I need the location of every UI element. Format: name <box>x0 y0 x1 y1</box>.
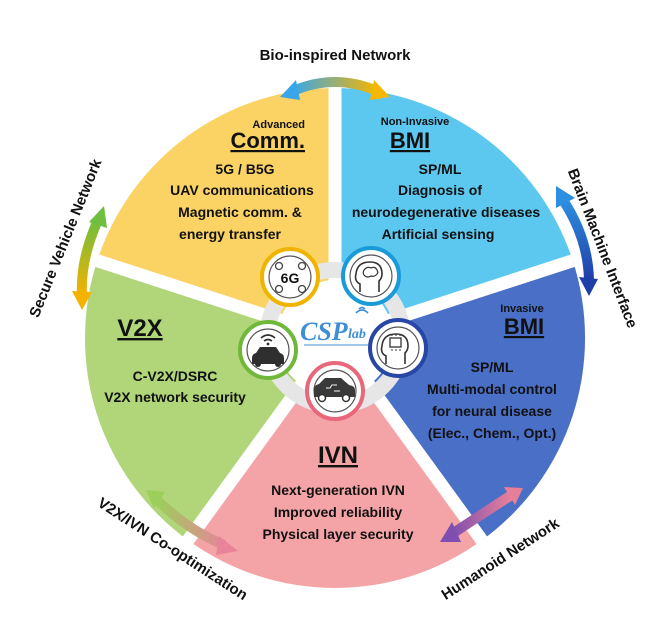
nonbmi-title: BMI <box>390 128 430 153</box>
v2x-line-2: V2X network security <box>104 389 246 405</box>
arrow-secure-vehicle <box>72 206 107 310</box>
comm-line-1: 5G / B5G <box>215 161 274 177</box>
arrow-co-optimization <box>146 490 238 555</box>
svg-text:lab: lab <box>348 327 366 342</box>
invbmi-line-4: (Elec., Chem., Opt.) <box>428 425 556 441</box>
svg-text:CSP: CSP <box>300 317 349 346</box>
csplab-logo: CSP lab <box>300 306 369 346</box>
ivn-sector <box>188 338 482 589</box>
comm-block: Advanced Comm. 5G / B5G UAV communicatio… <box>170 119 314 242</box>
invbmi-line-3: for neural disease <box>432 403 552 419</box>
invbmi-line-1: SP/ML <box>471 359 514 375</box>
non-invasive-bmi-block: Non-Invasive BMI SP/ML Diagnosis of neur… <box>352 116 541 242</box>
invasive-bmi-block: Invasive BMI SP/ML Multi-modal control f… <box>427 303 557 441</box>
connected-car-icon <box>238 320 298 380</box>
v2x-title: V2X <box>117 315 162 342</box>
arrow-bio-inspired <box>280 77 390 100</box>
comm-line-3: Magnetic comm. & <box>178 204 302 220</box>
invbmi-title: BMI <box>504 314 544 339</box>
comm-line-2: UAV communications <box>170 182 314 198</box>
ivn-line-3: Physical layer security <box>263 526 414 542</box>
nonbmi-sup: Non-Invasive <box>381 116 449 128</box>
invbmi-line-2: Multi-modal control <box>427 381 557 397</box>
comm-line-4: energy transfer <box>179 226 281 242</box>
6g-network-icon: 6G <box>260 247 320 307</box>
brain-chip-icon <box>368 318 428 378</box>
svg-text:6G: 6G <box>281 270 300 286</box>
ivn-title: IVN <box>318 442 358 469</box>
invbmi-sup: Invasive <box>500 303 543 315</box>
ivn-block: IVN Next-generation IVN Improved reliabi… <box>263 442 414 542</box>
arrow-humanoid <box>440 487 523 542</box>
nonbmi-line-1: SP/ML <box>419 161 462 177</box>
ivn-line-2: Improved reliability <box>274 504 403 520</box>
v2x-line-1: C-V2X/DSRC <box>133 368 218 384</box>
nonbmi-line-4: Artificial sensing <box>382 226 495 242</box>
label-bio-inspired: Bio-inspired Network <box>260 47 412 64</box>
nonbmi-line-3: neurodegenerative diseases <box>352 204 541 220</box>
comm-title: Comm. <box>230 128 305 153</box>
ivn-line-1: Next-generation IVN <box>271 482 405 498</box>
arrow-brain-machine <box>556 186 598 296</box>
comm-sup: Advanced <box>252 119 305 131</box>
vehicle-network-icon <box>305 361 365 421</box>
nonbmi-line-2: Diagnosis of <box>398 182 482 198</box>
v2x-block: V2X C-V2X/DSRC V2X network security <box>104 315 246 405</box>
head-brain-icon <box>341 246 401 306</box>
